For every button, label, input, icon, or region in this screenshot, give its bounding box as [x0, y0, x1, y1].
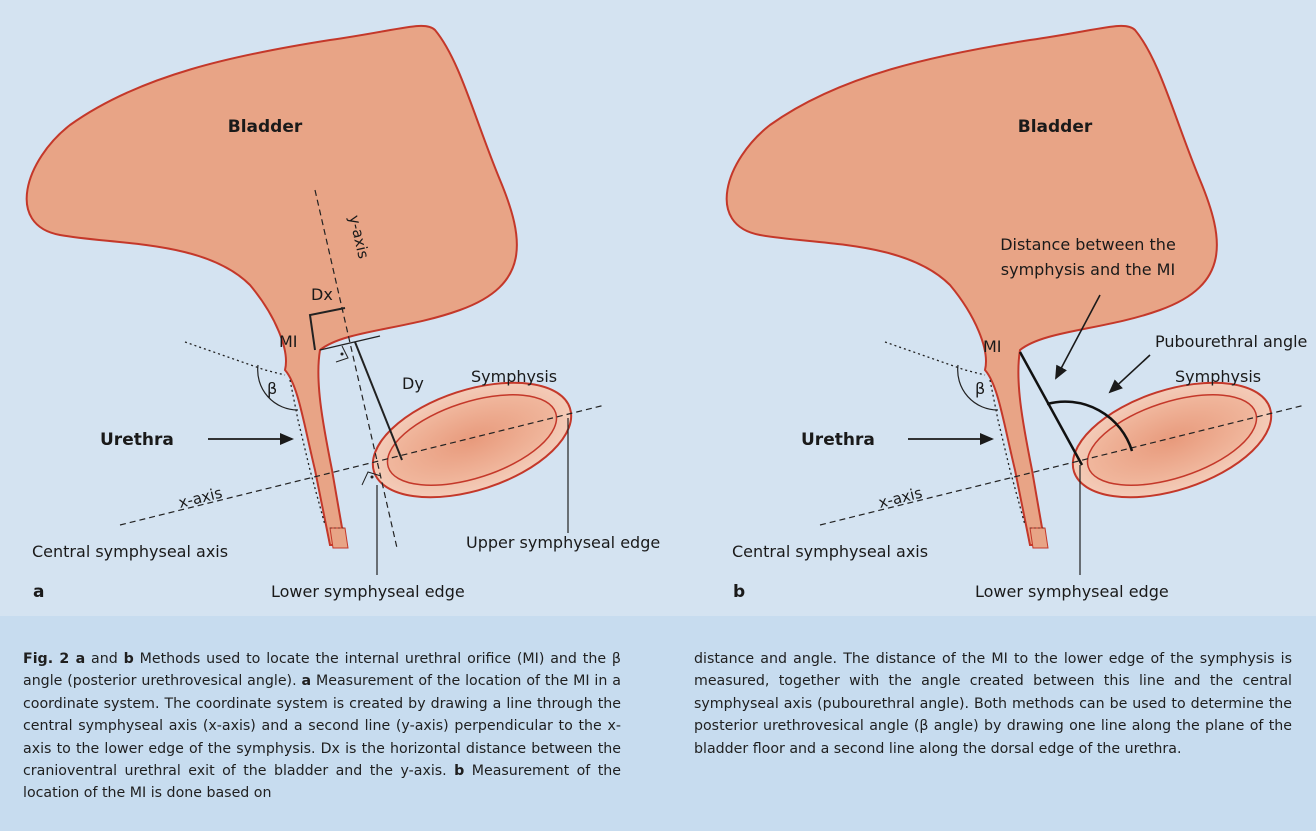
figure: Bladder y-axis Dx MI β Dy Symphysis Uret… [0, 0, 1316, 616]
pubourethral-arrow [1110, 355, 1150, 392]
label-letter-a: a [33, 582, 44, 602]
label-x-axis-b: x-axis [877, 484, 925, 512]
label-distance-1: Distance between the [1000, 235, 1176, 254]
label-beta-b: β [975, 379, 985, 398]
label-central-axis-b: Central symphyseal axis [732, 542, 928, 561]
dy-line [355, 342, 402, 460]
label-letter-b: b [733, 582, 745, 602]
label-mi-a: MI [279, 332, 298, 351]
label-pubourethral: Pubourethral angle [1155, 332, 1307, 351]
label-lower-edge-a: Lower symphyseal edge [271, 582, 465, 601]
label-bladder-a: Bladder [228, 117, 303, 137]
caption-right-column: distance and angle. The distance of the … [694, 648, 1292, 760]
label-symphysis-b: Symphysis [1175, 367, 1261, 386]
label-beta-a: β [267, 379, 277, 398]
label-mi-b: MI [983, 337, 1002, 356]
urethra-tip [330, 528, 348, 548]
beta-line-floor [185, 342, 285, 375]
panel-a: Bladder y-axis Dx MI β Dy Symphysis Uret… [27, 26, 661, 602]
label-central-axis-a: Central symphyseal axis [32, 542, 228, 561]
label-distance-2: symphysis and the MI [1001, 260, 1175, 279]
caption-left-column: Fig. 2 a and b Methods used to locate th… [23, 648, 621, 805]
figure-caption: Fig. 2 a and b Methods used to locate th… [0, 616, 1316, 831]
label-dx: Dx [311, 285, 333, 304]
label-symphysis-a: Symphysis [471, 367, 557, 386]
label-bladder-b: Bladder [1018, 117, 1093, 137]
urethra-tip-b [1030, 528, 1048, 548]
label-dy: Dy [402, 374, 424, 393]
label-upper-edge: Upper symphyseal edge [466, 533, 660, 552]
caption-fig-label: Fig. 2 a [23, 651, 85, 667]
label-urethra-a: Urethra [100, 430, 174, 450]
label-urethra-b: Urethra [801, 430, 875, 450]
beta-line-floor-b [885, 342, 985, 375]
distance-line [1020, 352, 1082, 465]
diagram: Bladder y-axis Dx MI β Dy Symphysis Uret… [0, 0, 1316, 616]
panel-b: Bladder Distance between the symphysis a… [727, 26, 1308, 602]
label-lower-edge-b: Lower symphyseal edge [975, 582, 1169, 601]
label-x-axis-a: x-axis [177, 484, 225, 512]
